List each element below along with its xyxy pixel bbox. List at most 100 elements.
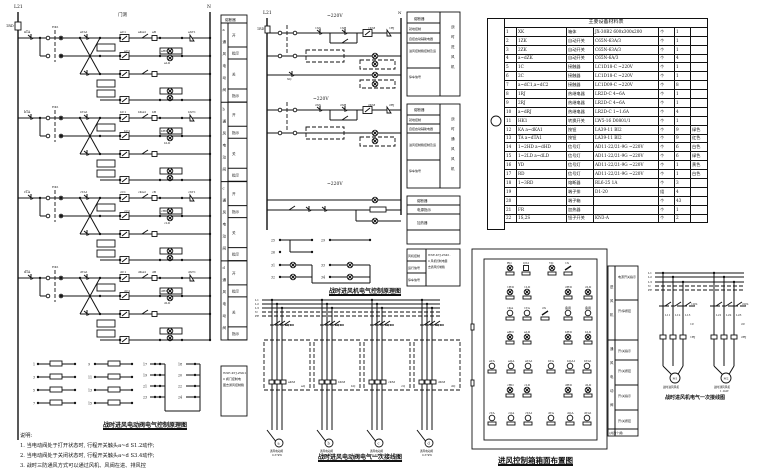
nameplate (521, 271, 531, 276)
junction-dot (280, 306, 284, 310)
bom-cell: 1RJ (516, 89, 567, 100)
motor-icon (374, 438, 384, 448)
bom-cell: 16 (504, 160, 517, 171)
nameplate (505, 295, 515, 300)
wire (664, 301, 672, 307)
button-icon (507, 414, 515, 422)
junction-dot (153, 384, 157, 388)
wire (674, 301, 682, 307)
motor-caption: 通风电动阀 (420, 449, 433, 453)
junction-dot (118, 72, 122, 76)
notes: 说明: 1. 当电动阀处于打开状态时, 行程开关触头a~d S1.2动作; 2.… (20, 431, 154, 471)
bom-cell (690, 106, 708, 117)
bom-cell: 红色 (690, 133, 708, 144)
cell-label: 指示 (232, 172, 240, 177)
junction-dot (59, 294, 63, 298)
fan-side-table-3 (406, 195, 461, 245)
button-icon (566, 362, 574, 370)
bom-cell: 1 (674, 98, 691, 108)
button-icon (566, 414, 574, 422)
group-char: 电 (223, 63, 227, 68)
stamp-icon (490, 115, 502, 127)
limit-switch-icon (189, 273, 195, 282)
junction-dot (158, 214, 162, 218)
junction-dot (73, 388, 77, 392)
contact-box (107, 399, 121, 406)
bom-cell: LR2D-C 1~1.6A (593, 106, 659, 117)
label: bLD (164, 141, 171, 145)
bom-cell: 个 (658, 133, 675, 144)
panel-label: dTA1 (584, 411, 592, 415)
bom-cell: 1 (674, 204, 691, 215)
circle (277, 53, 283, 59)
wire (121, 257, 128, 263)
nameplate (522, 316, 532, 321)
circle (292, 30, 298, 36)
junction-dot (158, 134, 162, 138)
bom-cell: 个 (658, 124, 675, 135)
panel-label: QS1 (523, 261, 530, 265)
cell-label: 指示 (232, 209, 240, 214)
wire (585, 387, 591, 393)
junction-dot (732, 280, 736, 284)
junction-dot (681, 280, 685, 284)
limit-switch-icon (189, 113, 195, 122)
junction-dot (118, 258, 122, 262)
fuse-label: 1RD (257, 27, 265, 31)
bom-cell: 个 (658, 151, 675, 162)
bom-cell: KN3-A (593, 213, 659, 224)
terminal-note: WXE-KTJ-ZSK1. (428, 253, 451, 257)
label: cHD (161, 209, 168, 213)
bom-cell: 1~3RD (516, 178, 567, 188)
legend-cell: 开/关指示 (618, 393, 631, 398)
bom-cell: 个 (658, 26, 675, 37)
group-char: 战 (451, 24, 455, 29)
table-header: 熔断器 (225, 17, 236, 22)
wire (141, 309, 149, 315)
junction-dot (118, 36, 122, 40)
nameplate (583, 295, 593, 300)
label: 2SB (340, 103, 347, 107)
wire (333, 320, 341, 326)
bom-cell: 6 (674, 142, 691, 153)
motor-label: M1 (673, 377, 678, 381)
nameplate (546, 421, 556, 426)
bom-cell: AD11-22/21-9G ~220V (593, 160, 659, 171)
group-char: 进 (610, 284, 614, 289)
fan-side-table-2 (406, 103, 461, 189)
label: bHD (161, 129, 169, 133)
group-char: d (223, 266, 226, 270)
junction-dot (368, 238, 372, 242)
panel-label: 1HD (507, 285, 515, 289)
junction-dot (208, 214, 212, 218)
bom-cell: 20 (504, 195, 517, 206)
bom-cell: 信号灯 (566, 151, 594, 162)
bom-cell: 13 (504, 133, 517, 144)
bom-cell: 个 (658, 213, 675, 224)
relay-icon (318, 379, 325, 385)
label: aB (152, 30, 157, 34)
junction-dot (98, 232, 102, 236)
panel-label: 1LD (524, 285, 531, 289)
nameplate (583, 316, 593, 321)
overload-icon (386, 28, 392, 37)
terminal-label: 15 (88, 402, 92, 406)
contact-box (107, 386, 121, 393)
phase-label: L21 (716, 313, 722, 317)
label: SQ (287, 77, 292, 81)
bom-cell: LR2D-C 4~6A (593, 89, 659, 100)
contact-box (49, 373, 63, 380)
relay-icon (274, 379, 281, 385)
cell-label: 就地控制 (409, 117, 421, 122)
bom-cell: 1 (674, 160, 691, 171)
relay-icon (380, 379, 387, 385)
wire (167, 208, 173, 214)
label: cLD (164, 221, 171, 225)
bom-cell: 21 (504, 204, 517, 215)
wire (524, 387, 530, 393)
wire (372, 218, 378, 224)
